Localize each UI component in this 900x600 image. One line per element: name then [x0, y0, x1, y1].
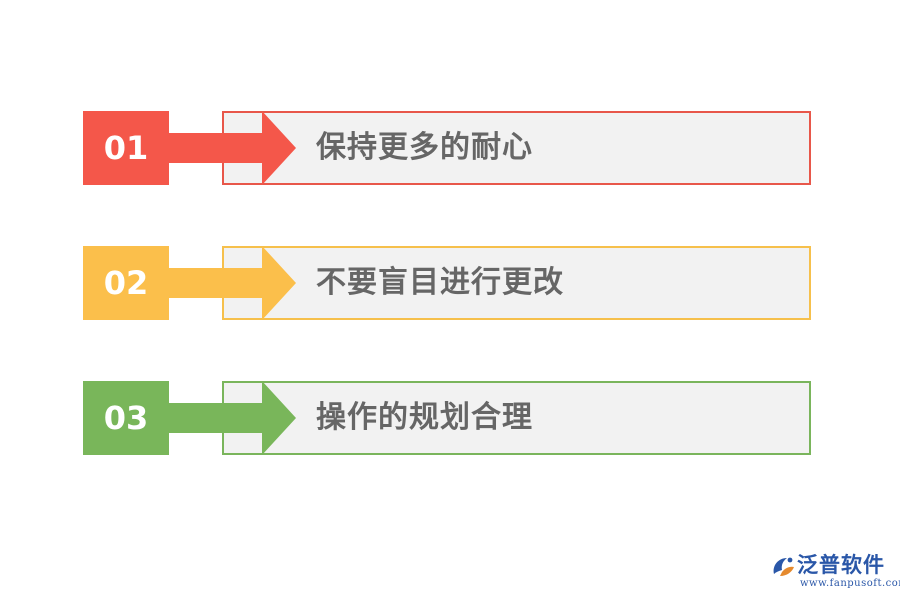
step-arrow-icon — [83, 246, 296, 320]
step-arrow-icon — [83, 381, 296, 455]
step-label: 保持更多的耐心 — [316, 130, 533, 165]
step-text-box — [222, 111, 811, 185]
brand-name: 泛普软件 — [797, 553, 885, 577]
step-number: 03 — [103, 399, 149, 437]
step-text-box — [222, 381, 811, 455]
fanpu-logo-icon — [773, 557, 794, 576]
brand-url: www.fanpusoft.com — [800, 578, 900, 589]
brand-logo: 泛普软件 www.fanpusoft.com — [770, 552, 900, 592]
step-label: 操作的规划合理 — [316, 400, 533, 435]
step-number: 01 — [103, 129, 149, 167]
step-label: 不要盲目进行更改 — [316, 265, 564, 300]
step-item-3: 03 操作的规划合理 — [0, 381, 900, 455]
step-number: 02 — [103, 264, 149, 302]
step-arrow-icon — [83, 111, 296, 185]
step-item-2: 02 不要盲目进行更改 — [0, 246, 900, 320]
step-item-1: 01 保持更多的耐心 — [0, 111, 900, 185]
